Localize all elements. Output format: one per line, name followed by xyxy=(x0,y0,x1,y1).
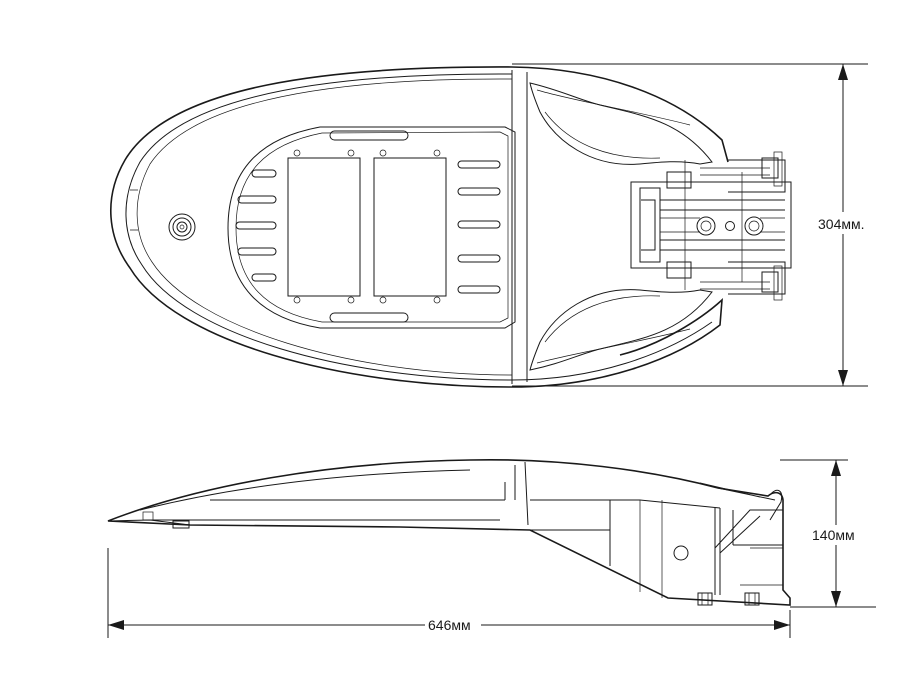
top-view xyxy=(110,66,792,388)
side-view-outline xyxy=(107,458,791,606)
top-view-outline xyxy=(110,66,729,388)
side-view xyxy=(107,458,791,606)
dimension-height: 140мм xyxy=(780,459,876,608)
cover-plate xyxy=(227,126,516,329)
height-label: 140мм xyxy=(812,527,855,543)
led-module-right xyxy=(373,149,447,304)
bottom-slot xyxy=(329,312,409,323)
led-module-left xyxy=(287,149,361,304)
left-vents xyxy=(235,169,277,282)
right-vents xyxy=(457,160,501,294)
side-screw xyxy=(673,545,689,561)
dimension-width: 304мм. xyxy=(512,63,876,387)
length-label: 646мм xyxy=(428,617,471,633)
dimension-length: 646мм xyxy=(107,548,791,638)
pole-mount xyxy=(630,151,792,301)
mount-bolts xyxy=(697,592,760,606)
top-slot xyxy=(329,130,409,141)
top-view-inner-outline xyxy=(125,73,713,381)
front-sensor xyxy=(168,213,196,241)
width-label: 304мм. xyxy=(818,216,865,232)
front-foot xyxy=(172,520,190,529)
